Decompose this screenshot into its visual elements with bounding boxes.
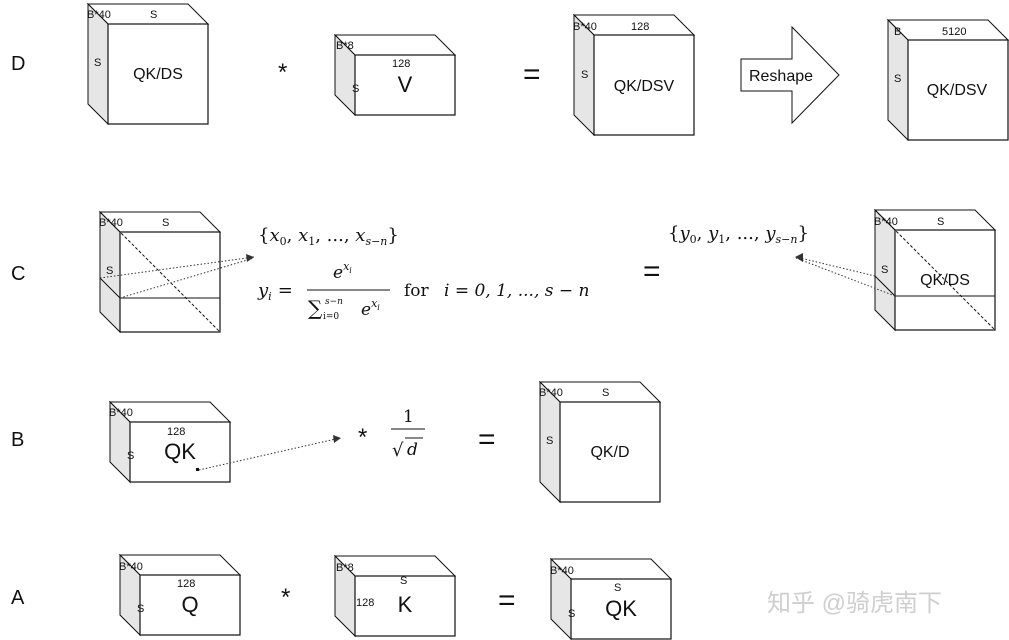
cube-a3: B*40 S S QK — [549, 557, 673, 640]
cube-c2-top: S — [937, 216, 944, 228]
y-set-formula: {y0, y1, ..., ys−n} — [668, 223, 809, 246]
cube-d4-corner: B — [894, 26, 901, 38]
cube-a2-top: S — [400, 575, 407, 587]
cube-d2: B*8 128 S V — [333, 33, 457, 117]
svg-text:{x0, x1, ..., xs−n}: {x0, x1, ..., xs−n} — [258, 225, 399, 248]
cube-a2-side: 128 — [356, 597, 374, 609]
row-label-d: D — [11, 53, 25, 75]
svg-text:{y0, y1, ..., ys−n}: {y0, y1, ..., ys−n} — [668, 223, 809, 246]
cube-c2: B*40 S S QK/DS — [873, 208, 997, 332]
cube-a1-main: Q — [181, 592, 198, 617]
cube-d1-side: S — [94, 57, 101, 69]
cube-c1: B*40 S S — [98, 210, 222, 334]
cube-c2-side: S — [881, 264, 888, 276]
cube-b1: B*40 128 S QK — [108, 400, 232, 484]
cube-d1-top: S — [150, 9, 157, 21]
cube-a3-main: QK — [605, 596, 637, 621]
cube-d4-top: 5120 — [942, 26, 966, 38]
softmax-formula: yi= exi ∑ s−n i=0 exi for i = 0, 1, ...,… — [257, 260, 589, 322]
watermark: 知乎 @骑虎南下 — [767, 590, 942, 617]
row-label-c: C — [11, 263, 25, 285]
svg-text:d: d — [407, 440, 418, 460]
cube-d2-main: V — [398, 72, 413, 97]
scale-formula: 1 √ d — [391, 407, 425, 461]
cube-d4-main: QK/DSV — [927, 82, 988, 99]
cube-a2-main: K — [398, 592, 413, 617]
row-label-b: B — [11, 429, 24, 451]
cube-d2-top: 128 — [392, 58, 410, 70]
x-set-formula: {x0, x1, ..., xs−n} — [258, 225, 399, 248]
cube-b2-corner: B*40 — [539, 387, 563, 399]
cube-d3-corner: B*40 — [573, 21, 597, 33]
operator-star-b: * — [358, 424, 367, 451]
cube-d2-corner: B*8 — [336, 40, 354, 52]
operator-equals-c: = — [643, 255, 661, 288]
cube-b1-side: S — [127, 450, 134, 462]
cube-c1-corner: B*40 — [99, 217, 123, 229]
cube-a2-corner: B*8 — [336, 562, 354, 574]
cube-a1-corner: B*40 — [119, 561, 143, 573]
svg-text:√: √ — [392, 440, 404, 461]
operator-equals-b: = — [478, 423, 496, 456]
cube-d1: B*40 S S QK/DS — [86, 2, 210, 126]
cube-b2: B*40 S S QK/D — [538, 380, 662, 504]
svg-text:exi: exi — [333, 260, 352, 283]
cube-a3-side: S — [568, 608, 575, 620]
cube-d1-corner: B*40 — [87, 9, 111, 21]
cube-d2-side: S — [352, 83, 359, 95]
cube-b2-side: S — [546, 435, 553, 447]
pointer-arrows-left — [99, 254, 255, 299]
cube-a1-top: 128 — [177, 578, 195, 590]
svg-text:i = 0, 1, ..., s − n: i = 0, 1, ..., s − n — [444, 281, 589, 301]
svg-text:yi=: yi= — [257, 280, 293, 303]
cube-b2-top: S — [602, 387, 609, 399]
pointer-arrow-b — [198, 435, 341, 471]
cube-a2: B*8 S 128 K — [333, 554, 457, 638]
cube-b1-top: 128 — [167, 426, 185, 438]
svg-text:s−n: s−n — [325, 297, 343, 307]
cube-a1: B*40 128 S Q — [118, 553, 242, 637]
svg-text:∑: ∑ — [308, 296, 323, 320]
cube-d1-main: QK/DS — [133, 66, 183, 83]
cube-c1-top: S — [162, 217, 169, 229]
operator-equals: = — [523, 58, 541, 91]
operator-equals-a: = — [498, 584, 516, 617]
operator-star: * — [278, 59, 287, 86]
svg-text:for: for — [404, 281, 430, 301]
svg-text:i=0: i=0 — [323, 312, 339, 322]
cube-d3-top: 128 — [631, 21, 649, 33]
cube-d3-side: S — [581, 69, 588, 81]
reshape-label: Reshape — [749, 68, 813, 85]
operator-star-a: * — [281, 584, 290, 611]
cube-c2-corner: B*40 — [874, 216, 898, 228]
pointer-arrows-right — [795, 253, 896, 297]
cube-b1-corner: B*40 — [109, 407, 133, 419]
cube-d4-side: S — [894, 73, 901, 85]
cube-c1-side: S — [106, 265, 113, 277]
cube-b2-main: QK/D — [590, 444, 629, 461]
cube-b1-main: QK — [164, 439, 196, 464]
cube-d4: B 5120 S QK/DSV — [886, 18, 1009, 142]
cube-c2-main: QK/DS — [920, 272, 970, 289]
row-label-a: A — [11, 587, 25, 609]
cube-a1-side: S — [137, 603, 144, 615]
svg-text:exi: exi — [361, 297, 380, 320]
cube-a3-top: S — [614, 582, 621, 594]
cube-d3: B*40 128 S QK/DSV — [572, 13, 696, 137]
reshape-arrow: Reshape — [740, 25, 840, 125]
cube-a3-corner: B*40 — [550, 565, 574, 577]
svg-text:1: 1 — [403, 407, 414, 427]
cube-d3-main: QK/DSV — [614, 78, 675, 95]
